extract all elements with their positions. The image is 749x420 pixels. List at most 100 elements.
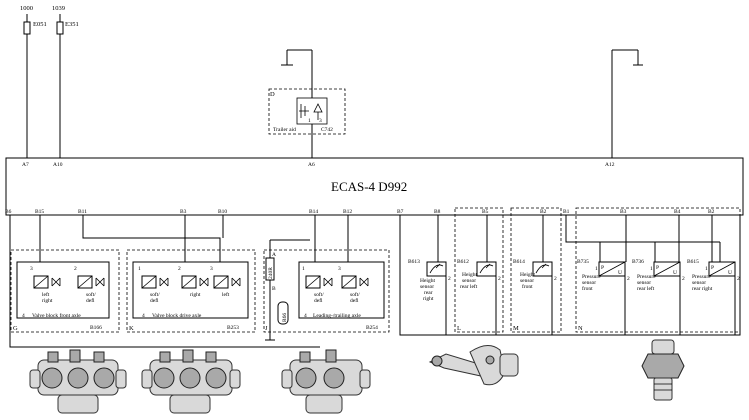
valve-block-photo-1 [29,349,127,414]
switch-label: Trailer aid [273,127,296,133]
fuse-e051: 1000 E051 [20,5,47,158]
ecu-pin-label: B6 [5,209,12,215]
ecu-pin-label: B7 [397,209,404,215]
valve-block-leading-trailing-axle: J 4 Leading-/trailing axle B254 [263,249,390,333]
height-sensor-pin: 2 [498,276,501,282]
ecu-pin-label: B8 [434,209,441,215]
ecu-title: ECAS-4 D992 [331,179,407,194]
pressure-label-p: P [711,265,714,271]
ecu-pin-label: A10 [53,162,63,168]
valve-block-ref: J [265,325,268,332]
solenoid-label: left [222,291,230,298]
ecu-pin-label: B3 [180,209,187,215]
pressure-sensor-pin: 2 [682,276,685,282]
height-sensor-code: B612 [457,259,469,265]
pressure-sensor-pin: 1 [650,266,653,272]
solenoid-label: soft/defl [150,291,160,304]
valve-block-photo-3 [281,349,371,414]
ecu-pin-label: A7 [22,162,29,168]
valve-block-label: Valve block front axle [32,312,81,319]
height-sensor-pin: 2 [554,276,557,282]
height-sensor-code: B614 [513,259,525,265]
sensor-boxes: L M N [454,207,741,333]
valve-block-ref: G [13,325,18,332]
pressure-sensor-code: B736 [632,259,644,265]
solenoid-pin: 1 [302,266,305,272]
valve-block-pin: 4 [142,313,145,319]
pressure-sensor-photo [641,339,685,401]
fuse-wire-label: 1039 [52,5,65,12]
ecu-pin-label: B2 [540,209,547,215]
sensor-box-ref: M [513,325,519,332]
fuse-code-label: E051 [33,21,47,28]
pressure-sensor-pin: 2 [627,276,630,282]
solenoid-pin: 2 [74,266,77,272]
height-sensor-photo [428,345,519,386]
height-sensor-code: B613 [408,259,420,265]
valve-block-drive-axle: K 4 Valve block drive axle B253 [126,249,256,333]
valve-block-front-axle: G 4 Valve block front axle B166 [10,249,120,333]
valve-block-photo-2 [141,349,241,414]
pressure-sensor-pin: 1 [705,266,708,272]
ecu-pin-label: A6 [308,162,315,168]
switch-pin-label: 1 [308,118,311,124]
ecu-pin-label: B4 [674,209,681,215]
ecu-pin-label: B2 [708,209,715,215]
ecu-pin-label: B12 [343,209,352,215]
solenoid-label: right [190,292,201,298]
ecu-pin-label: B10 [218,209,227,215]
valve-block-ref: K [129,325,134,332]
solenoid-valve: 2 soft/defl [74,266,105,304]
pressure-label-p: P [601,265,604,271]
solenoid-valve: 1 soft/defl [138,266,169,304]
pressure-sensor-code: B615 [687,259,699,265]
ecu-pin-label: B14 [309,209,318,215]
valve-block-pin: 4 [304,313,307,319]
solenoid-label: soft/defl [314,291,324,304]
ecu-pin-label: B3 [620,209,627,215]
sensor-box-ref: N [578,325,583,332]
fuse-wire-label: 1000 [20,5,33,12]
sensor-box-ref: L [457,325,461,332]
pressure-sensor-pin: 1 [595,266,598,272]
solenoid-pin: 3 [338,266,341,272]
resistor-240r: A B 240R R66 [265,239,310,341]
solenoid-pin: 3 [30,266,33,272]
solenoid-pin: 1 [138,266,141,272]
height-sensor-wires [445,276,553,335]
pressure-label-u: U [728,270,732,276]
pressure-label-u: U [618,270,622,276]
ecu-pin-label: B1 [563,209,570,215]
solenoid-pin: 2 [178,266,181,272]
valve-block-code: B254 [366,325,378,331]
valve-block-pin: 4 [22,313,25,319]
valve-block-code: B166 [90,325,102,331]
ecu-pin-label: B5 [482,209,489,215]
solenoid-label: soft/defl [86,291,96,304]
ecu-pin-label: B15 [35,209,44,215]
pressure-sensor-pin: 2 [737,276,740,282]
solenoid-valve: 2 right [178,266,209,298]
switch-code-label: C742 [321,127,333,133]
switch-pin-label: 3 [319,118,322,124]
switch-ref-label: D [270,91,275,98]
fuse-e351: 1039 E351 [52,5,79,158]
resistor-code: R66 [282,313,288,322]
resistor-pin-a: A [272,252,276,258]
valve-block-label: Valve block drive axle [152,313,202,319]
ground-symbol [611,49,643,158]
resistor-pin-b: B [272,286,276,292]
